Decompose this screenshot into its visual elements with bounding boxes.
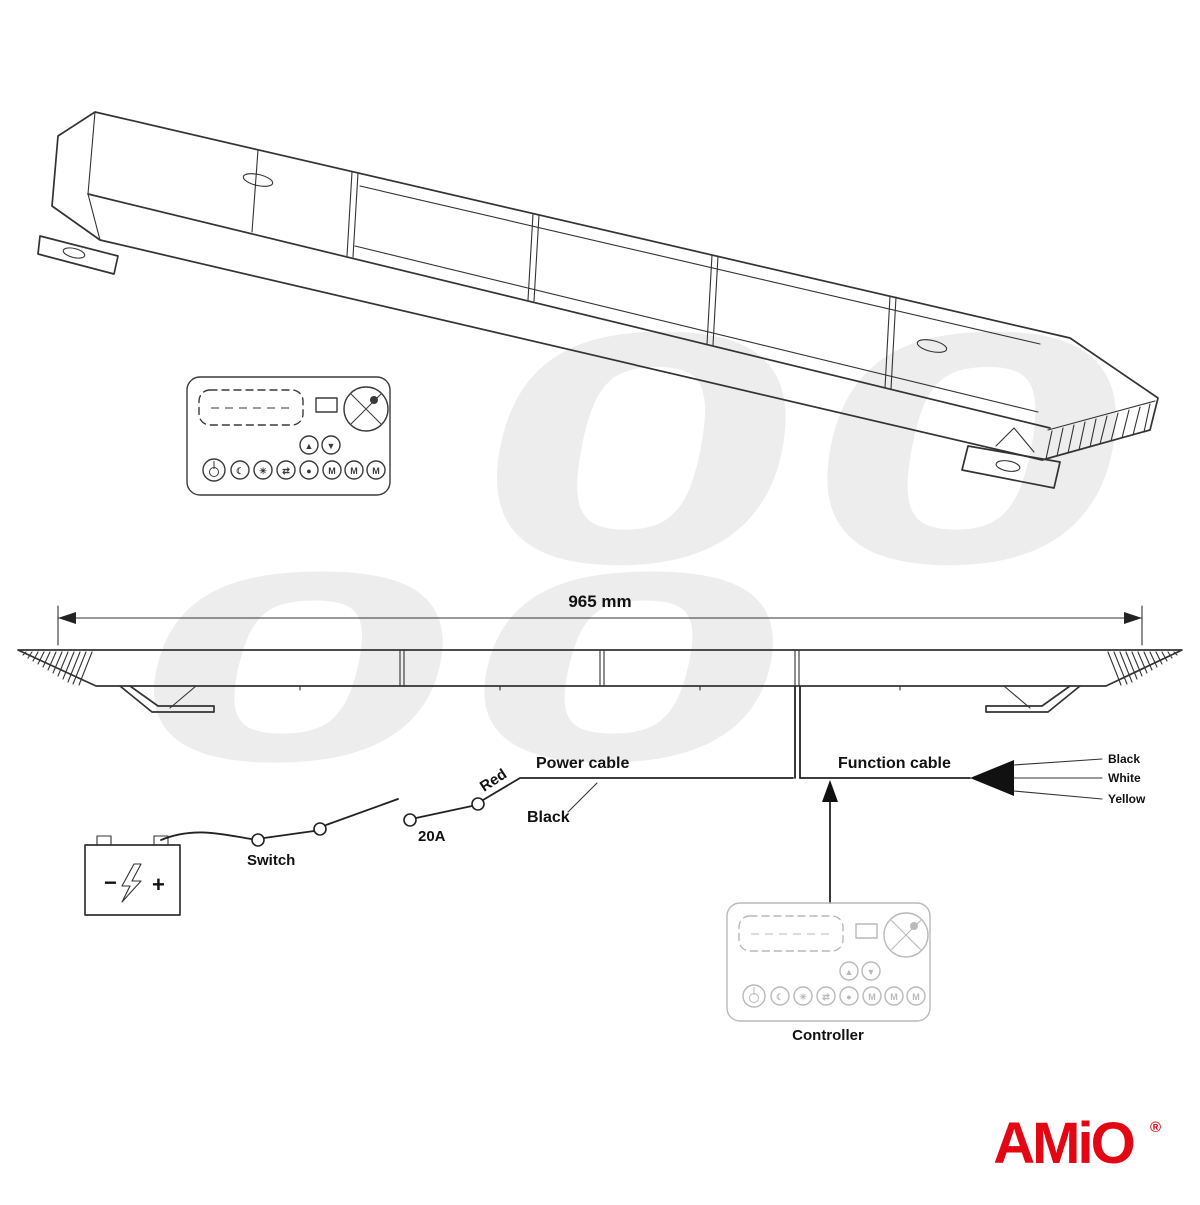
top-slot-left <box>242 173 274 187</box>
dimension-arrow-right <box>1124 612 1142 624</box>
sideview-foot-left-brace <box>169 685 197 709</box>
wire-segment <box>263 830 315 839</box>
switch-contact <box>313 822 327 836</box>
dimension-extension-lines <box>57 605 1143 646</box>
registered-mark: ® <box>1150 1119 1161 1136</box>
brand-name: AMiO <box>993 1111 1133 1176</box>
mount-bracket-right <box>995 427 1035 453</box>
power-cable-line <box>482 777 794 801</box>
mount-foot-left <box>37 235 119 275</box>
switch-blade <box>325 798 399 826</box>
sideview-foot-right-brace <box>1003 685 1031 709</box>
battery: − + <box>84 835 181 916</box>
sideview-outline <box>17 649 1183 687</box>
battery-wire <box>160 831 252 841</box>
sideview-bottom-clips <box>299 685 901 691</box>
black-label-pointer <box>567 782 598 813</box>
controller-remote-gray <box>726 902 931 1022</box>
lightbar-outline <box>51 111 1159 461</box>
wiring-diagram: − + Power cable Function cable Red Black… <box>84 686 1146 916</box>
corner-lens-ribs <box>1045 403 1151 460</box>
power-cable-label: Power cable <box>536 755 629 772</box>
corner-lens-edge <box>1047 400 1156 431</box>
dimension: 965 mm <box>57 592 1143 646</box>
brand-logo: AMiO ® <box>993 1111 1161 1176</box>
lightning-icon <box>121 863 142 903</box>
controller-remote <box>186 376 391 496</box>
fuse-link <box>415 805 473 819</box>
sideview-foot-right <box>985 685 1081 713</box>
lightbar-side-view <box>17 649 1183 713</box>
switch-label: Switch <box>247 852 295 869</box>
sideview-segment-dividers <box>399 649 800 687</box>
bar-cable-drop <box>794 686 801 779</box>
watermark-bottom: 00 <box>99 516 829 818</box>
lens-frame-lines <box>354 185 1041 413</box>
battery-plus: + <box>152 872 165 897</box>
lightbar-perspective-view <box>37 111 1159 489</box>
battery-terminal-neg <box>96 835 112 846</box>
lens-ridge-line <box>87 193 1051 429</box>
battery-box <box>84 844 181 916</box>
mount-foot-right <box>961 445 1061 489</box>
fuse-label: 20A <box>418 828 446 845</box>
sideview-foot-left <box>119 685 215 713</box>
mount-hole-left <box>62 247 86 259</box>
battery-terminal-pos <box>153 835 169 846</box>
mount-hole-right <box>995 460 1021 472</box>
lens-segment-dividers <box>251 149 897 390</box>
output-wire-label-black: Black <box>1108 752 1140 766</box>
fuse-contact <box>403 813 417 827</box>
left-endcap-edge <box>87 111 101 241</box>
function-cable-label: Function cable <box>838 755 951 772</box>
sideview-left-ribs <box>22 651 93 686</box>
controller-arrow-head <box>822 780 838 802</box>
watermark-text: 00 <box>99 516 829 818</box>
watermark-text: 00 <box>442 264 1172 633</box>
output-wires <box>1013 758 1103 800</box>
top-slot-right <box>916 339 948 353</box>
black-wire-label: Black <box>527 809 570 826</box>
watermark-top: 00 <box>442 264 1172 633</box>
battery-minus: − <box>104 870 117 895</box>
output-wire-label-white: White <box>1108 771 1141 785</box>
dimension-label: 965 mm <box>568 592 631 611</box>
output-wire-label-yellow: Yellow <box>1108 792 1146 806</box>
connector-arrow-icon <box>970 760 1014 796</box>
fuse-contact <box>471 797 485 811</box>
controller-label: Controller <box>792 1027 864 1044</box>
dimension-arrow-left <box>58 612 76 624</box>
switch-contact <box>251 833 265 847</box>
sideview-right-ribs <box>1107 651 1178 686</box>
